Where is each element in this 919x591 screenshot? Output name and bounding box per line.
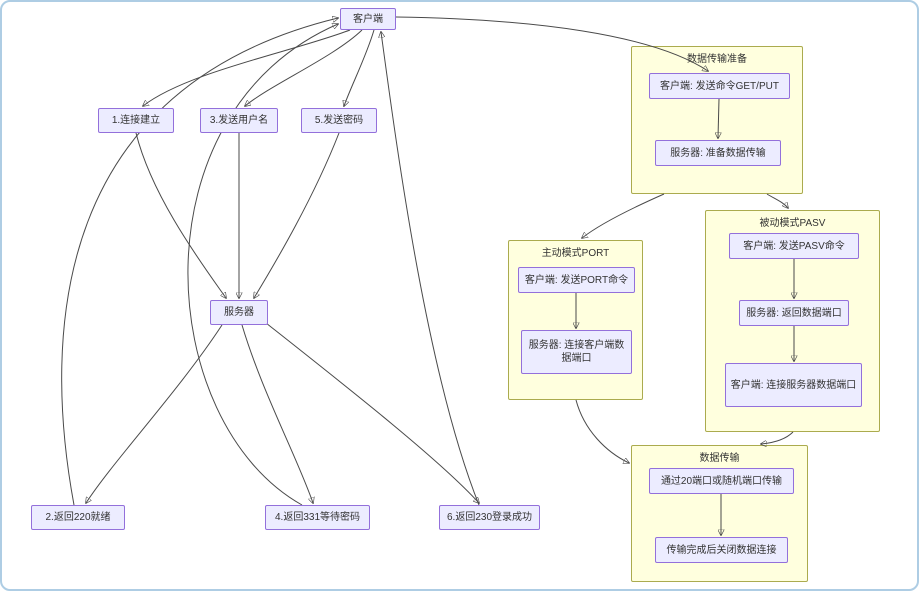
edge-port-transfer — [575, 399, 629, 463]
node-server: 服务器 — [210, 300, 268, 325]
edge-step2-client — [61, 18, 338, 506]
node-pasv-return-port: 服务器: 返回数据端口 — [739, 300, 849, 326]
subgraph-port — [508, 240, 643, 400]
node-prep-server-ready: 服务器: 准备数据传输 — [655, 140, 781, 166]
edge-step4-client — [187, 24, 338, 506]
subgraph-port-title: 主动模式PORT — [541, 248, 610, 259]
node-pasv-send-command: 客户端: 发送PASV命令 — [729, 233, 859, 259]
edge-client-step1 — [143, 29, 351, 106]
node-port-send-command: 客户端: 发送PORT命令 — [518, 267, 635, 293]
edge-prep-pasv — [766, 193, 788, 208]
node-client: 客户端 — [340, 8, 396, 30]
subgraph-transfer-title: 数据传输 — [699, 453, 740, 464]
node-step6-reply-230: 6.返回230登录成功 — [439, 505, 540, 530]
node-step1-connect: 1.连接建立 — [98, 108, 174, 133]
edge-client-step5 — [344, 29, 375, 106]
edge-step5-server — [254, 132, 340, 298]
node-transfer-close: 传输完成后关闭数据连接 — [655, 537, 788, 563]
edge-pasv-transfer — [761, 431, 794, 444]
node-port-server-connect: 服务器: 连接客户端数据端口 — [521, 330, 632, 374]
node-step5-send-password: 5.发送密码 — [301, 108, 377, 133]
node-step3-send-username: 3.发送用户名 — [200, 108, 278, 133]
edge-step6-client — [381, 32, 480, 506]
edge-client-step3 — [245, 29, 363, 106]
node-step2-reply-220: 2.返回220就绪 — [31, 505, 125, 530]
edge-step1-server — [135, 132, 226, 298]
edge-server-step6 — [265, 322, 479, 503]
edge-server-step2 — [86, 324, 223, 503]
node-prep-send-command: 客户端: 发送命令GET/PUT — [649, 73, 790, 99]
subgraph-prep-title: 数据传输准备 — [687, 54, 747, 65]
node-step4-reply-331: 4.返回331等待密码 — [265, 505, 370, 530]
node-transfer-port20: 通过20端口或随机端口传输 — [649, 468, 794, 494]
edge-prep-port — [582, 193, 665, 238]
subgraph-pasv-title: 被动模式PASV — [759, 218, 826, 229]
node-pasv-client-connect: 客户端: 连接服务器数据端口 — [725, 363, 862, 407]
edge-server-step4 — [241, 324, 313, 503]
subgraph-prep — [631, 46, 803, 194]
